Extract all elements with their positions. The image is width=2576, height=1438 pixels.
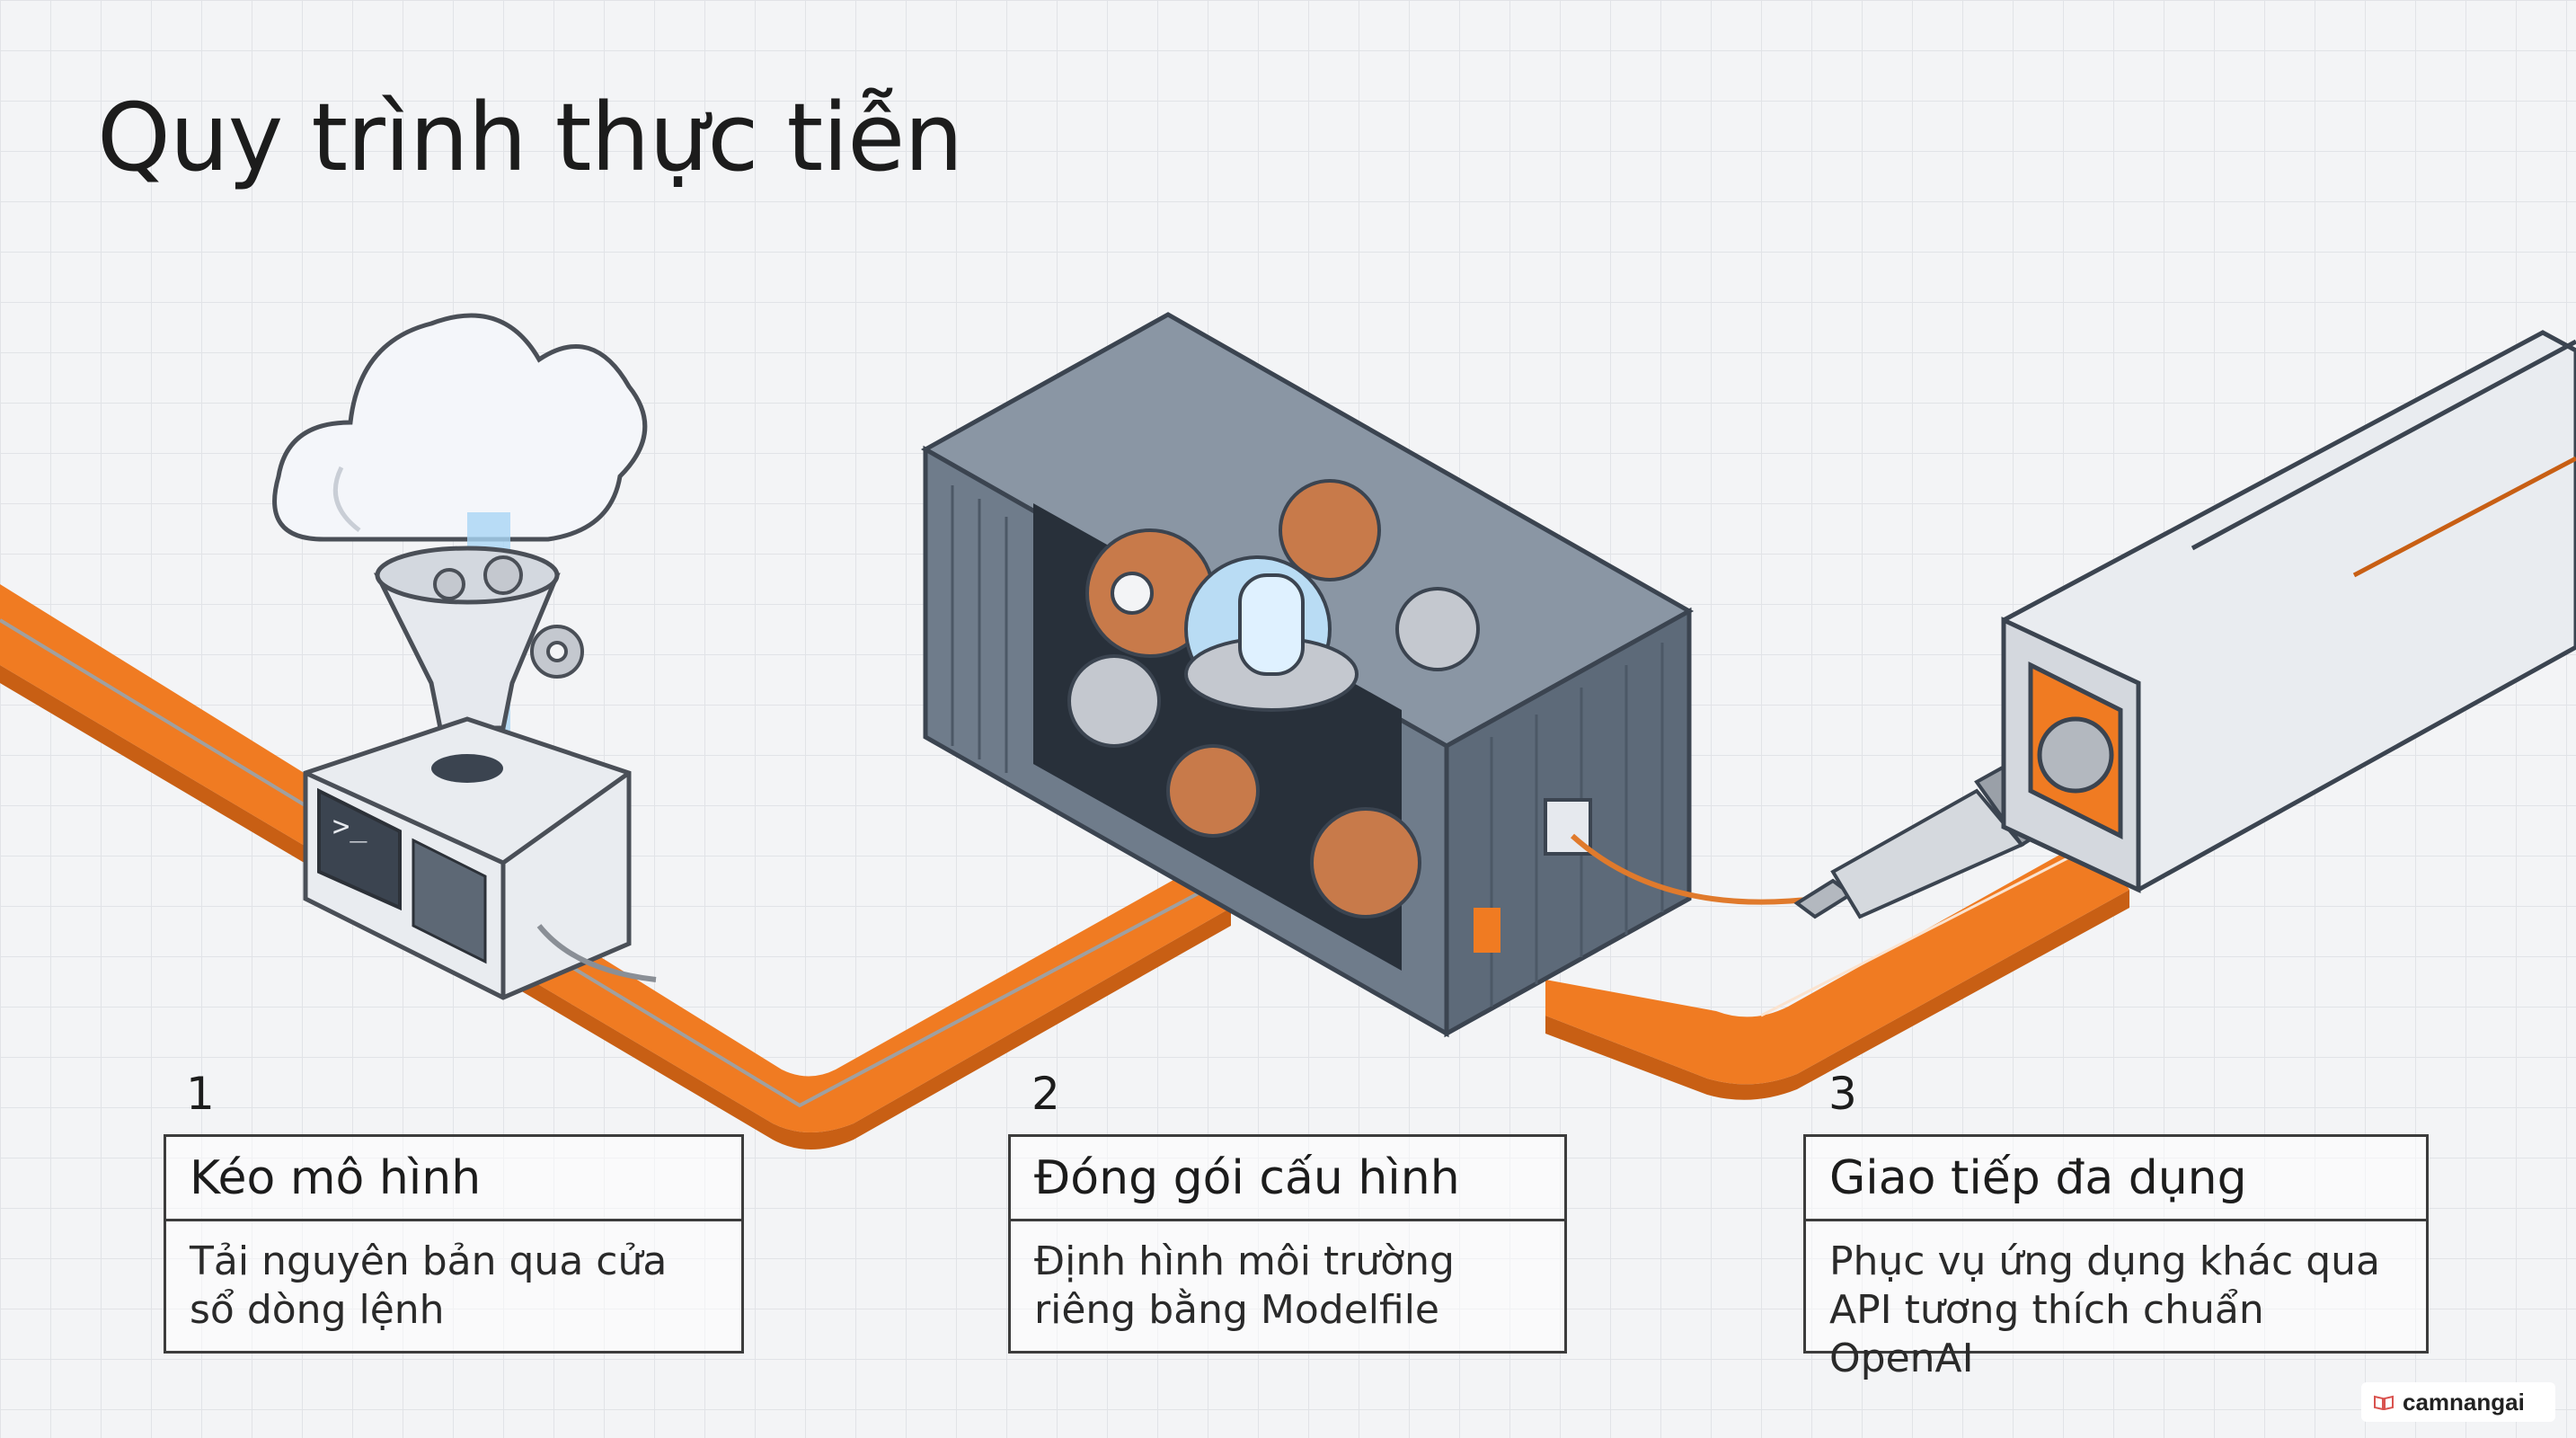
cloud-icon: [272, 313, 648, 542]
book-icon: [2374, 1395, 2394, 1410]
funnel-icon: [373, 546, 561, 731]
step-3-card: Giao tiếp đa dụng Phục vụ ứng dụng khác …: [1803, 1134, 2429, 1381]
watermark-text: camnangai: [2403, 1388, 2525, 1416]
step-2-card: Đóng gói cấu hình Định hình môi trường r…: [1008, 1134, 1567, 1354]
step-3-description: Phục vụ ứng dụng khác qua API tương thíc…: [1829, 1238, 2380, 1381]
gear-icon: [433, 555, 584, 679]
step-3-heading: Giao tiếp đa dụng: [1806, 1137, 2426, 1221]
step-1-heading: Kéo mô hình: [166, 1137, 741, 1221]
watermark-badge: camnangai: [2361, 1382, 2555, 1422]
step-2-description: Định hình môi trường riêng bằng Modelfil…: [1034, 1238, 1455, 1333]
step-2-heading: Đóng gói cấu hình: [1011, 1137, 1564, 1221]
svg-text:>_: >_: [332, 809, 367, 843]
step-3-number: 3: [1828, 1068, 1857, 1120]
orange-conveyor-belt: [0, 575, 2129, 1150]
step-1-description: Tải nguyên bản qua cửa sổ dòng lệnh: [190, 1238, 668, 1333]
server-block-icon: [2001, 330, 2576, 893]
step-1-number: 1: [186, 1068, 215, 1120]
terminal-box-icon: >_: [303, 716, 632, 1000]
step-2-number: 2: [1031, 1068, 1060, 1120]
shipping-container-icon: [920, 312, 1695, 1038]
step-1-card: Kéo mô hình Tải nguyên bản qua cửa sổ dò…: [164, 1134, 744, 1354]
page-title: Quy trình thực tiễn: [97, 83, 963, 192]
